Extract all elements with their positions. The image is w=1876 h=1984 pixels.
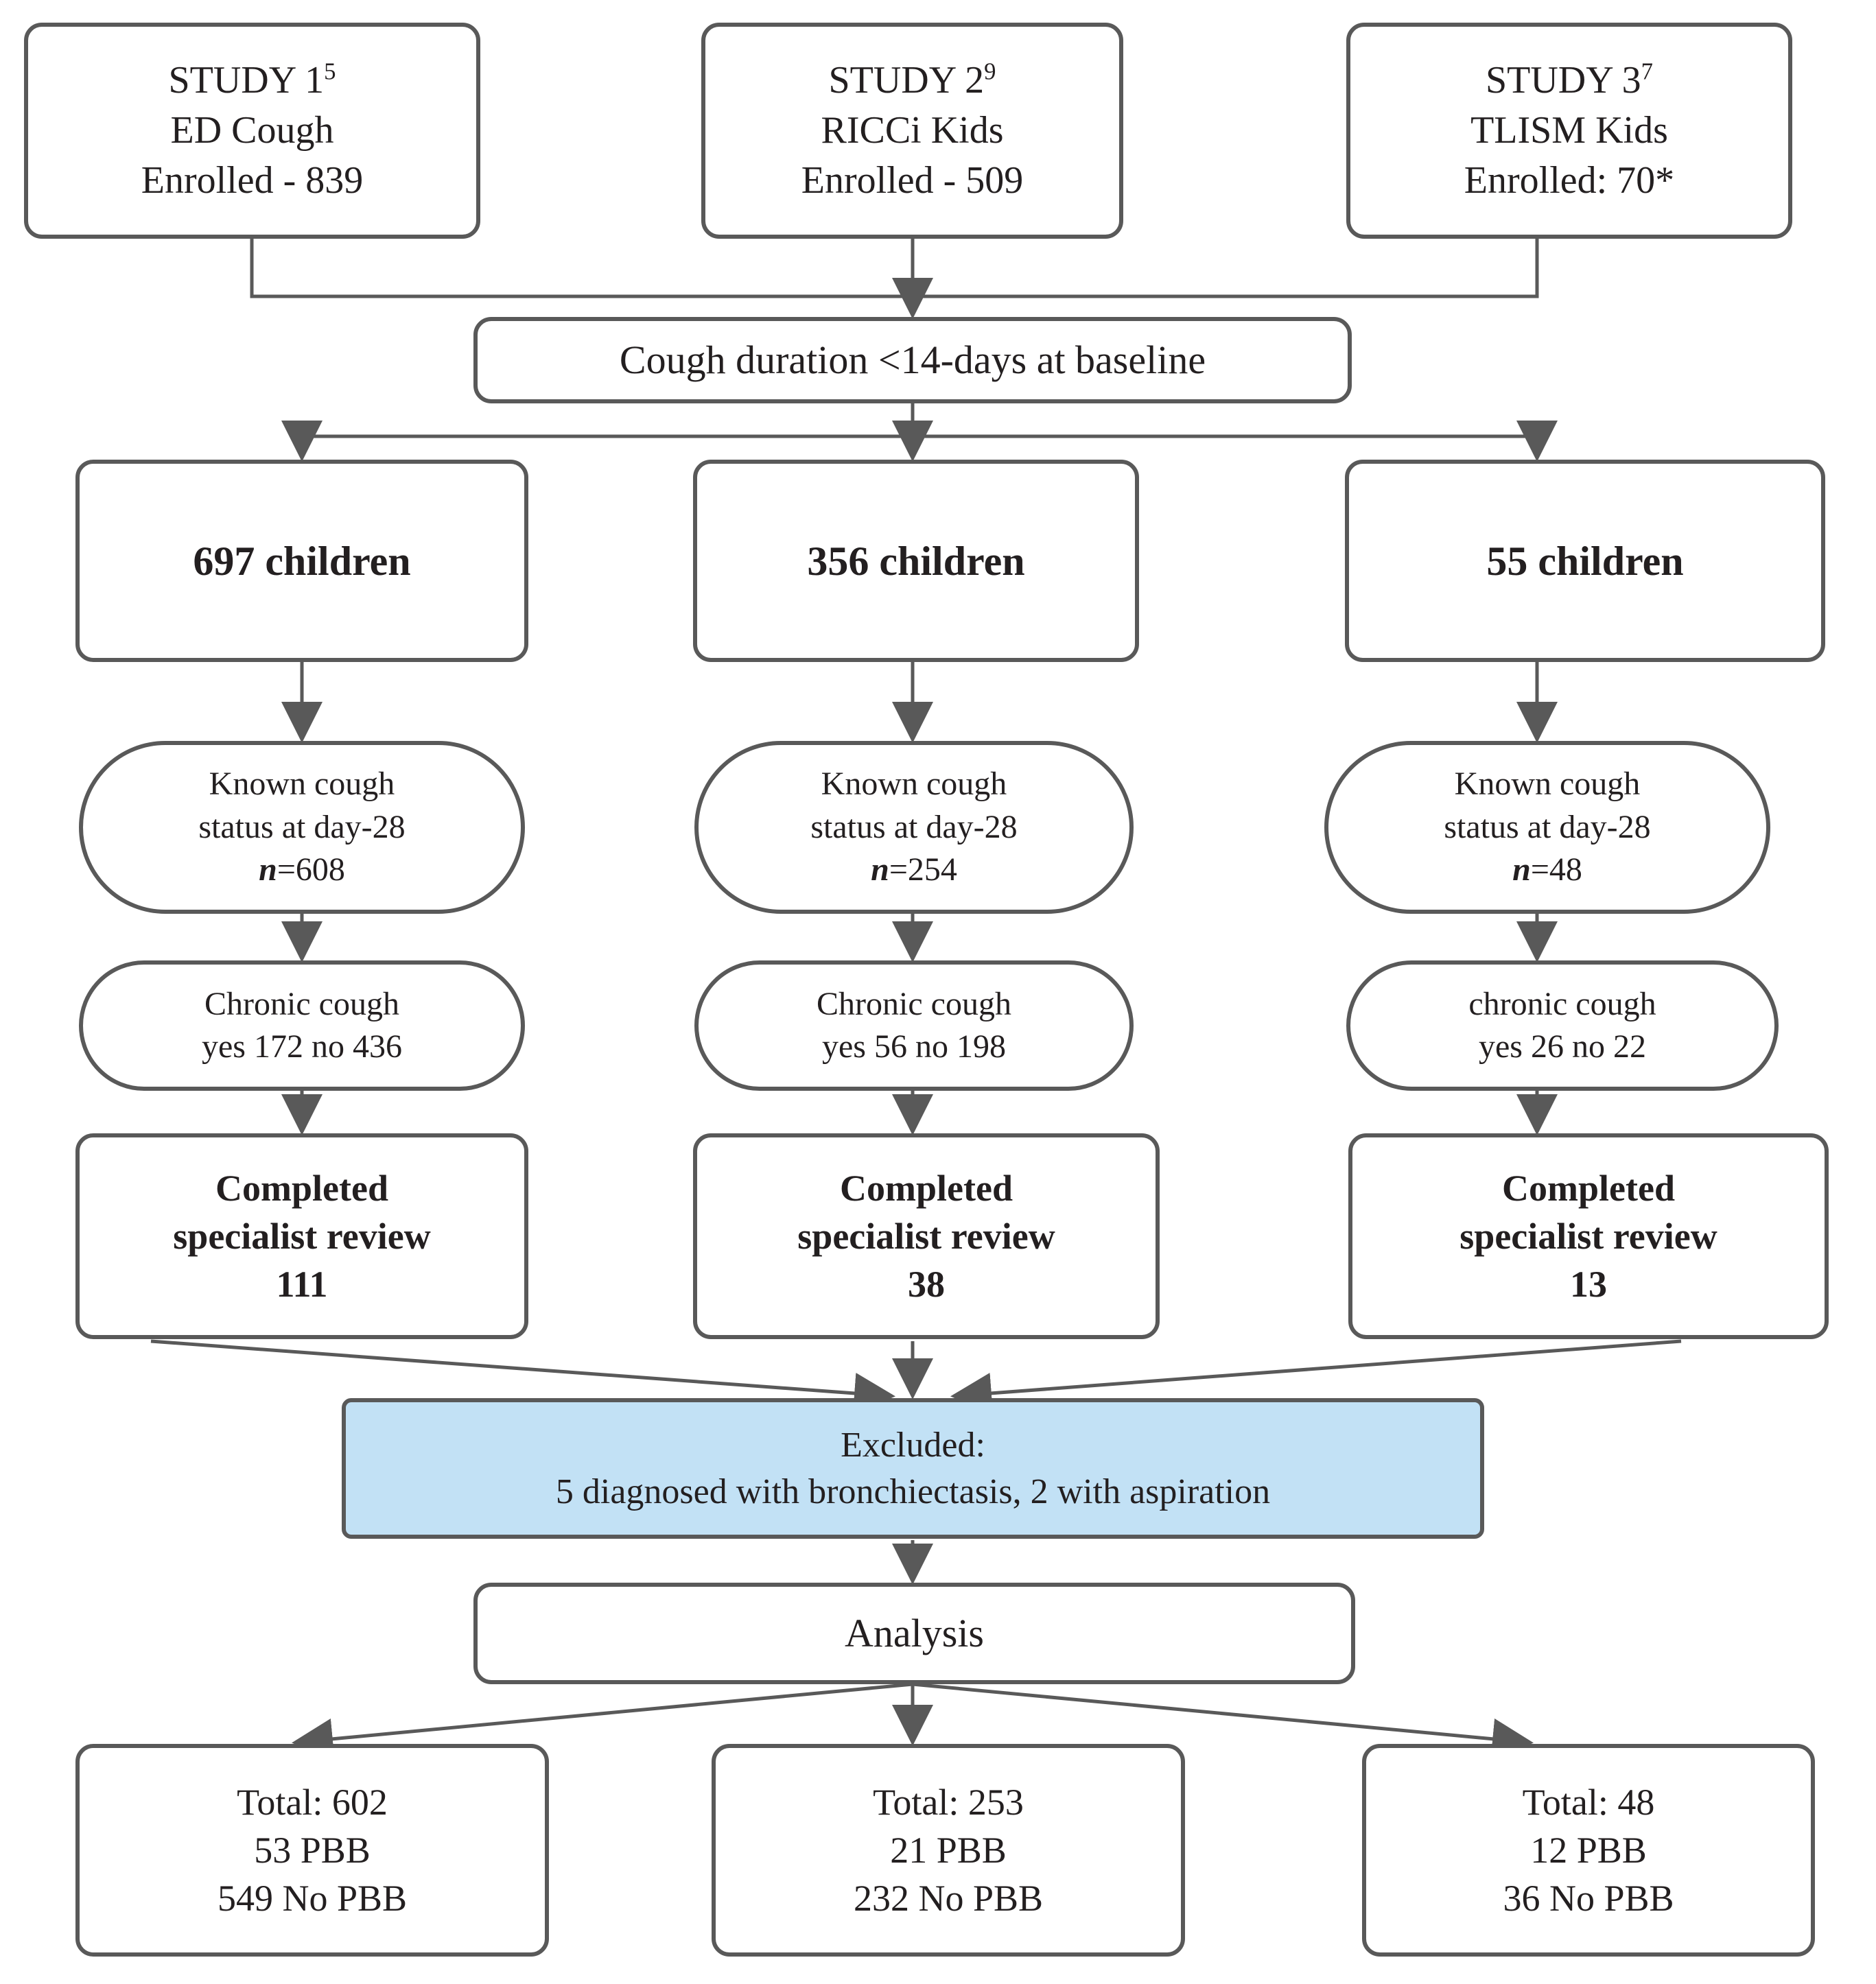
children-3-label: 55 children <box>1486 538 1684 584</box>
specialist-review-2-count: 38 <box>908 1264 945 1306</box>
study-2-title: STUDY 29 <box>828 58 996 102</box>
chronic-cough-pill-1: Chronic cough yes 172 no 436 <box>79 960 525 1091</box>
chronic-cough-3-line2: yes 26 no 22 <box>1479 1028 1646 1065</box>
totals-2-no-pbb: 232 No PBB <box>853 1878 1044 1920</box>
known-status-1-line2: status at day-28 <box>198 808 406 845</box>
excluded-detail: 5 diagnosed with bronchiectasis, 2 with … <box>555 1472 1271 1511</box>
study-1-enrolled: Enrolled - 839 <box>141 158 364 202</box>
study-1-name: ED Cough <box>170 109 334 152</box>
totals-1-no-pbb: 549 No PBB <box>217 1878 408 1920</box>
specialist-review-3-count: 13 <box>1570 1264 1607 1306</box>
known-status-3-n: n=48 <box>1512 851 1582 888</box>
children-box-1: 697 children <box>75 460 528 662</box>
chronic-cough-pill-2: Chronic cough yes 56 no 198 <box>694 960 1134 1091</box>
specialist-review-2-line2: specialist review <box>797 1215 1055 1257</box>
specialist-review-box-1: Completed specialist review 111 <box>75 1133 528 1339</box>
specialist-review-3-line2: specialist review <box>1459 1215 1717 1257</box>
totals-3-total: Total: 48 <box>1522 1781 1655 1823</box>
chronic-cough-1-line1: Chronic cough <box>204 985 399 1022</box>
children-box-3: 55 children <box>1345 460 1825 662</box>
children-box-2: 356 children <box>693 460 1139 662</box>
totals-2-pbb: 21 PBB <box>890 1829 1007 1871</box>
study-3-title: STUDY 37 <box>1486 58 1653 102</box>
study-3-name: TLISM Kids <box>1470 109 1668 152</box>
totals-2-total: Total: 253 <box>873 1781 1024 1823</box>
analysis-box: Analysis <box>473 1583 1355 1684</box>
totals-3-no-pbb: 36 No PBB <box>1503 1878 1674 1920</box>
known-status-1-n: n=608 <box>259 851 345 888</box>
known-status-pill-1: Known cough status at day-28 n=608 <box>79 741 525 914</box>
cough-duration-label: Cough duration <14-days at baseline <box>619 338 1206 383</box>
study-3-enrolled: Enrolled: 70* <box>1464 158 1675 202</box>
study-box-3: STUDY 37 TLISM Kids Enrolled: 70* <box>1346 23 1792 239</box>
specialist-review-1-line1: Completed <box>215 1167 388 1209</box>
totals-1-total: Total: 602 <box>237 1781 388 1823</box>
chronic-cough-pill-3: chronic cough yes 26 no 22 <box>1346 960 1779 1091</box>
specialist-review-1-count: 111 <box>276 1264 328 1306</box>
known-status-2-n: n=254 <box>871 851 957 888</box>
chronic-cough-3-line1: chronic cough <box>1468 985 1656 1022</box>
chronic-cough-2-line2: yes 56 no 198 <box>822 1028 1006 1065</box>
totals-3-pbb: 12 PBB <box>1530 1829 1647 1871</box>
chronic-cough-2-line1: Chronic cough <box>817 985 1011 1022</box>
known-status-2-line1: Known cough <box>821 766 1007 803</box>
study-1-title: STUDY 15 <box>168 58 336 102</box>
totals-box-3: Total: 48 12 PBB 36 No PBB <box>1362 1744 1815 1957</box>
specialist-review-box-3: Completed specialist review 13 <box>1348 1133 1829 1339</box>
study-2-name: RICCi Kids <box>821 109 1004 152</box>
study-box-1: STUDY 15 ED Cough Enrolled - 839 <box>24 23 480 239</box>
specialist-review-2-line1: Completed <box>840 1167 1013 1209</box>
known-status-3-line2: status at day-28 <box>1444 808 1651 845</box>
study-2-enrolled: Enrolled - 509 <box>801 158 1024 202</box>
totals-box-1: Total: 602 53 PBB 549 No PBB <box>75 1744 549 1957</box>
totals-box-2: Total: 253 21 PBB 232 No PBB <box>712 1744 1185 1957</box>
chronic-cough-1-line2: yes 172 no 436 <box>202 1028 402 1065</box>
excluded-heading: Excluded: <box>841 1425 985 1465</box>
cough-duration-box: Cough duration <14-days at baseline <box>473 317 1352 403</box>
specialist-review-3-line1: Completed <box>1502 1167 1675 1209</box>
specialist-review-box-2: Completed specialist review 38 <box>693 1133 1160 1339</box>
specialist-review-1-line2: specialist review <box>173 1215 431 1257</box>
children-2-label: 356 children <box>807 538 1025 584</box>
totals-1-pbb: 53 PBB <box>254 1829 371 1871</box>
children-1-label: 697 children <box>193 538 411 584</box>
analysis-label: Analysis <box>845 1611 984 1656</box>
known-status-pill-3: Known cough status at day-28 n=48 <box>1324 741 1770 914</box>
known-status-3-line1: Known cough <box>1454 766 1641 803</box>
excluded-box: Excluded: 5 diagnosed with bronchiectasi… <box>342 1398 1484 1539</box>
known-status-1-line1: Known cough <box>209 766 395 803</box>
study-box-2: STUDY 29 RICCi Kids Enrolled - 509 <box>701 23 1123 239</box>
known-status-2-line2: status at day-28 <box>810 808 1018 845</box>
known-status-pill-2: Known cough status at day-28 n=254 <box>694 741 1134 914</box>
